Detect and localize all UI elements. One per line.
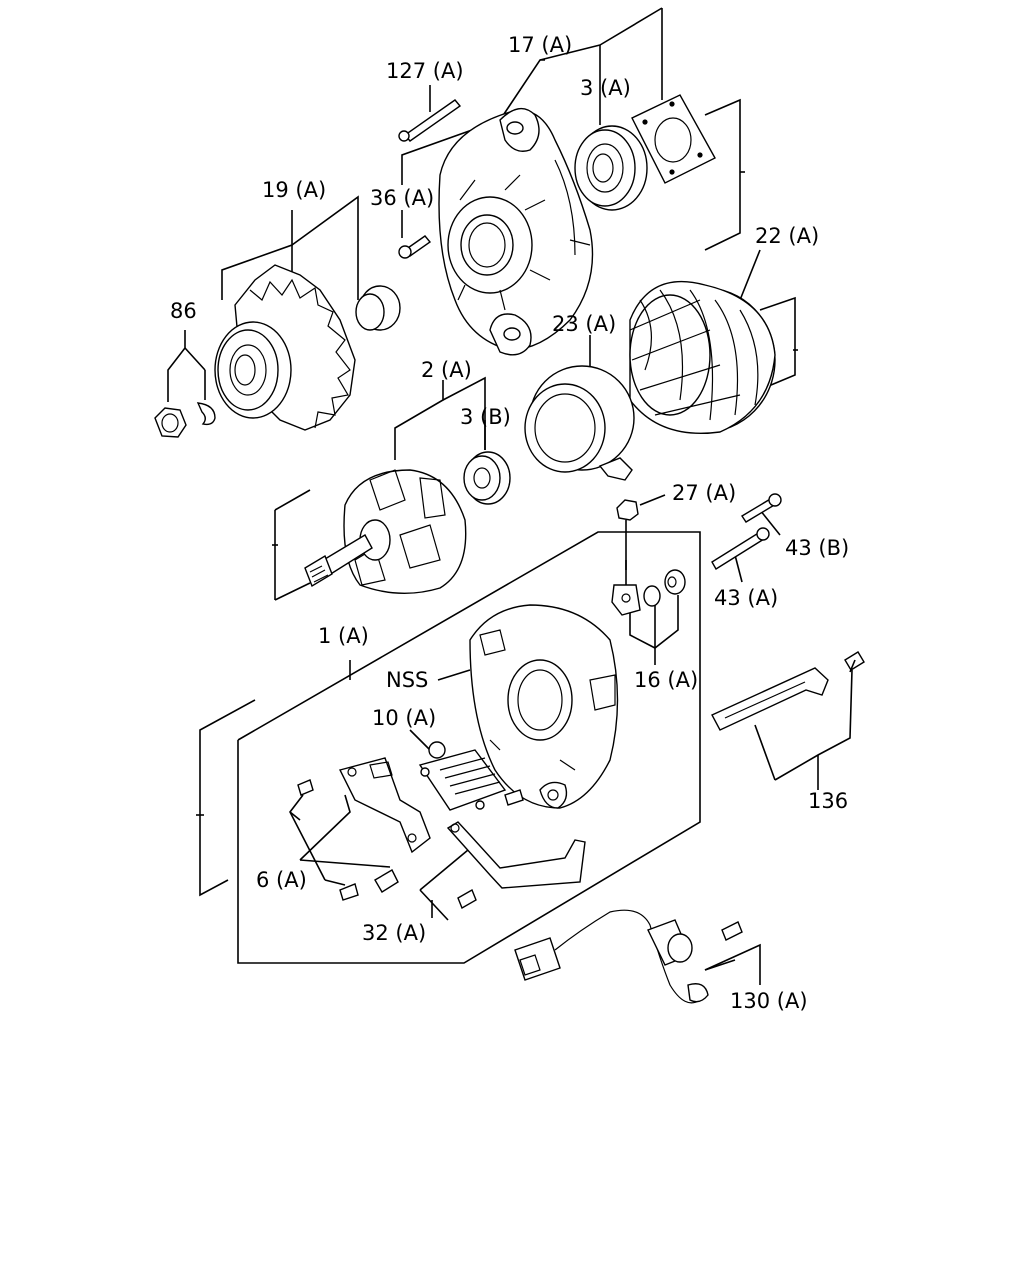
label-23a: 23 (A): [552, 312, 616, 336]
label-6a: 6 (A): [256, 868, 307, 892]
leader-lines: [167, 7, 853, 985]
label-17a: 17 (A): [508, 33, 572, 57]
nut-27a: [616, 499, 639, 521]
spacer-collar: [355, 285, 401, 331]
label-86: 86: [170, 299, 197, 323]
washers-16a: [643, 569, 686, 607]
label-130a: 130 (A): [730, 989, 808, 1013]
bolt-43b: [741, 493, 782, 523]
label-1a: 1 (A): [318, 624, 369, 648]
label-2a: 2 (A): [421, 358, 472, 382]
pulley-fan-19a: [214, 264, 356, 431]
retainer-plate: [631, 94, 716, 184]
bolt-43a: [711, 527, 770, 570]
front-housing-17a: [438, 107, 594, 356]
terminal-strap-32a: [446, 821, 586, 910]
wire-harness-130a: [514, 909, 743, 1004]
regulator-6a: [297, 757, 431, 901]
label-22a: 22 (A): [755, 224, 819, 248]
terminal-bolt: [611, 560, 641, 616]
label-27a: 27 (A): [672, 481, 736, 505]
rear-housing-nss: [469, 604, 619, 809]
part-labels: 17 (A) 127 (A) 3 (A) 36 (A) 19 (A) 22 (A…: [170, 33, 849, 1013]
label-36a: 36 (A): [370, 186, 434, 210]
label-3b: 3 (B): [460, 405, 511, 429]
label-43b: 43 (B): [785, 536, 849, 560]
label-32a: 32 (A): [362, 921, 426, 945]
nut-86: [154, 402, 216, 438]
label-nss: NSS: [386, 668, 428, 692]
bolt-127a: [398, 99, 462, 142]
bearing-3a: [574, 125, 648, 211]
label-43a: 43 (A): [714, 586, 778, 610]
bearing-cover-23a: [524, 365, 635, 481]
label-127a: 127 (A): [386, 59, 464, 83]
label-19a: 19 (A): [262, 178, 326, 202]
label-136: 136: [808, 789, 848, 813]
label-16a: 16 (A): [634, 668, 698, 692]
label-3a: 3 (A): [580, 76, 631, 100]
bolt-36a: [398, 235, 432, 259]
label-10a: 10 (A): [372, 706, 436, 730]
bearing-3b: [463, 451, 511, 505]
bracket-136: [711, 651, 865, 731]
stator-22a: [629, 280, 776, 435]
rotor-2a: [304, 469, 467, 594]
rectifier-10a: [418, 741, 524, 811]
